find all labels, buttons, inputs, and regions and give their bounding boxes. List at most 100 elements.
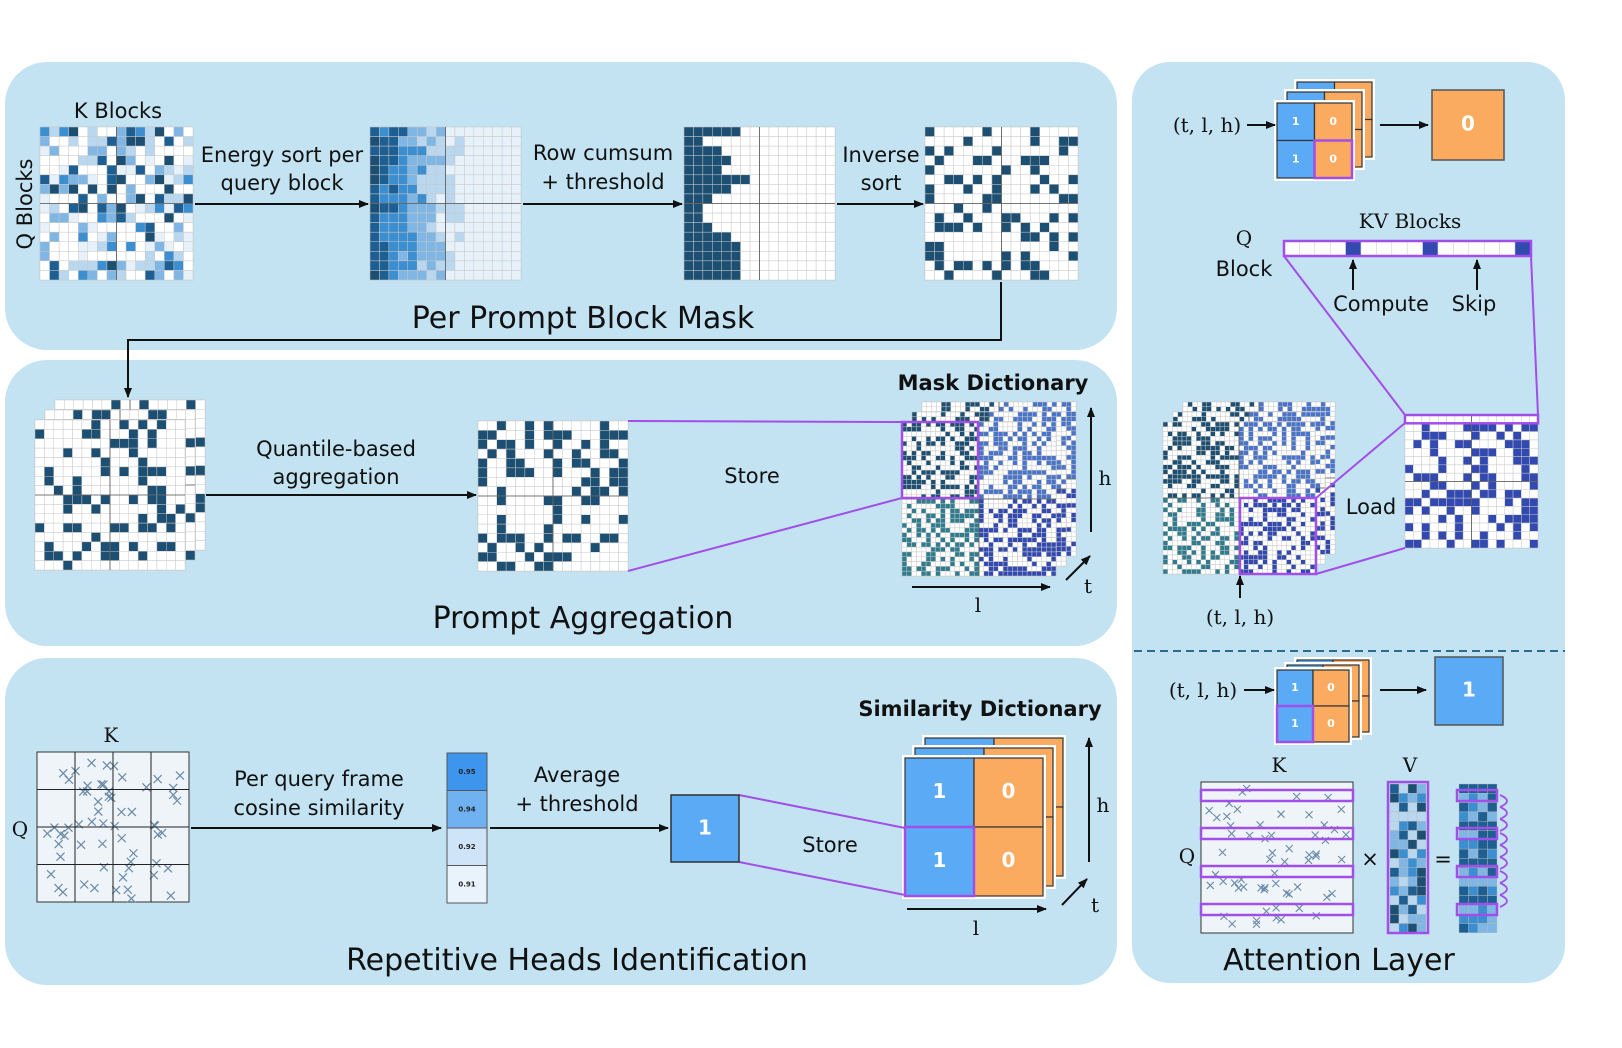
mask-dictionary-front-cell	[901, 546, 908, 553]
k-blocks-energy-grid-cell	[183, 231, 194, 242]
k-blocks-energy-grid-cell	[87, 174, 98, 185]
prompt-mask-front-cell	[175, 429, 186, 439]
inverse-sorted-mask-grid-cell	[1020, 174, 1031, 185]
prompt-mask-back-1-cell	[185, 447, 196, 458]
mask-dictionary-front-cell	[1050, 532, 1057, 538]
inverse-sorted-mask-grid-cell	[1039, 145, 1050, 156]
mask-dictionary-back-1-cell	[1003, 411, 1009, 418]
mask-dictionary-front-cell	[901, 513, 908, 519]
inverse-sorted-mask-grid-cell	[1068, 174, 1079, 185]
aggregated-mask-grid-cell	[505, 477, 516, 487]
mask-dictionary-front-cell	[1046, 537, 1052, 543]
inverse-sorted-mask-grid-cell	[1068, 231, 1079, 242]
mask-dictionary-back-1-cell	[983, 416, 990, 422]
inverse-sorted-mask-grid-cell	[1001, 145, 1012, 156]
inverse-sorted-mask-grid-cell	[963, 203, 974, 214]
sorted-energy-grid-cell	[483, 212, 493, 223]
cumsum-threshold-grid-cell	[693, 231, 704, 242]
mask-dictionary-front-cell	[940, 484, 946, 490]
aggregated-mask-grid-cell	[590, 477, 601, 487]
sorted-energy-grid-cell	[407, 126, 418, 137]
mask-dictionary-front-cell	[1002, 484, 1009, 490]
aggregated-mask-grid-cell	[599, 514, 610, 525]
mask-dictionary-back-2-cell	[921, 406, 928, 412]
cumsum-threshold-grid-cell	[797, 270, 807, 281]
cumsum-threshold-grid-cell	[815, 251, 826, 262]
k-blocks-energy-grid-cell	[58, 251, 69, 262]
mask-dictionary-front-cell	[978, 522, 985, 529]
mask-dictionary-front-cell	[1031, 542, 1037, 548]
mask-dictionary-front-cell	[925, 436, 932, 442]
sorted-energy-grid-cell	[407, 222, 418, 233]
mask-dictionary-back-2-cell	[1070, 401, 1077, 408]
mask-dictionary-front-cell	[959, 513, 965, 519]
cumsum-threshold-grid-cell	[778, 184, 789, 195]
mask-dictionary-back-1-cell	[916, 411, 922, 418]
k-blocks-energy-grid-cell	[125, 155, 136, 166]
sorted-energy-grid-cell	[398, 241, 408, 252]
mask-dictionary-front-cell	[1012, 484, 1018, 490]
mask-dictionary-front-cell	[1007, 479, 1013, 485]
inverse-sorted-mask-grid-cell	[1001, 251, 1012, 262]
aggregated-mask-grid-cell	[515, 505, 526, 515]
prompt-mask-front-cell	[100, 522, 111, 533]
mask-dictionary-front-cell	[940, 441, 946, 447]
k-blocks-energy-grid-cell	[39, 270, 50, 281]
cumsum-threshold-grid-cell	[787, 145, 798, 156]
mask-dictionary-front-cell	[959, 527, 965, 533]
mask-dictionary-back-2-cell	[993, 401, 1000, 408]
mask-dictionary-front-cell	[1041, 474, 1047, 480]
cumsum-threshold-grid-cell	[740, 126, 751, 137]
inverse-sorted-mask-grid-cell	[972, 231, 983, 242]
mask-dictionary-front-cell	[911, 436, 917, 442]
inverse-sorted-mask-grid-cell	[1049, 251, 1060, 262]
k-blocks-energy-grid-cell	[116, 155, 127, 166]
mask-dictionary-front-cell	[978, 445, 985, 452]
cumsum-threshold-grid-cell	[759, 231, 770, 242]
aggregated-mask-grid-cell	[487, 439, 497, 450]
sorted-energy-grid-cell	[483, 270, 493, 281]
inverse-sorted-mask-grid-cell	[1058, 193, 1069, 204]
mask-dictionary-back-2-cell	[1066, 411, 1072, 417]
mask-dictionary-front-cell	[906, 503, 912, 509]
prompt-mask-back-2-cell	[195, 427, 206, 438]
mask-dictionary-front-cell	[1046, 431, 1052, 437]
sorted-energy-grid-cell	[435, 251, 446, 262]
prompt-mask-front-cell	[175, 476, 186, 486]
sorted-energy-grid-cell	[388, 193, 399, 204]
sorted-energy-grid-cell	[445, 212, 456, 223]
mask-dictionary-front-cell	[916, 513, 922, 519]
inverse-sorted-mask-grid-cell	[953, 203, 964, 214]
aggregated-mask-grid-cell	[590, 542, 601, 553]
prompt-mask-front-cell	[147, 466, 158, 477]
inverse-sorted-mask-grid-cell	[953, 155, 964, 166]
k-blocks-energy-grid-cell	[144, 136, 155, 147]
k-blocks-energy-grid-cell	[106, 155, 117, 166]
prompt-mask-back-2-cell	[195, 512, 206, 523]
sorted-energy-grid-cell	[501, 251, 512, 262]
mask-dictionary-front-cell	[930, 479, 936, 485]
sorted-energy-grid-cell	[473, 145, 484, 156]
mask-dictionary-front-cell	[940, 542, 946, 548]
prompt-mask-front-cell	[156, 532, 167, 543]
sorted-energy-grid-cell	[473, 212, 484, 223]
sorted-energy-grid-cell	[379, 184, 390, 195]
cumsum-threshold-grid-cell	[749, 241, 760, 252]
prompt-mask-front-cell	[109, 476, 120, 486]
aggregated-mask-grid-cell	[562, 552, 572, 562]
aggregated-mask-grid-cell	[534, 523, 544, 534]
inverse-sorted-mask-grid-cell	[934, 145, 945, 156]
k-blocks-energy-grid-cell	[135, 165, 146, 176]
mask-dictionary-back-1-cell	[1056, 493, 1062, 499]
mask-dictionary-back-1-cell	[1060, 431, 1067, 437]
mask-dictionary-back-2-cell	[1066, 469, 1072, 475]
mask-dictionary-back-2-cell	[1066, 440, 1072, 446]
mask-dictionary-back-2-cell	[1018, 406, 1024, 412]
mask-dictionary-front-cell	[925, 546, 932, 553]
inverse-sorted-mask-grid-cell	[991, 270, 1002, 281]
mask-dictionary-front-cell	[1046, 518, 1052, 524]
aggregated-mask-grid-cell	[580, 495, 591, 506]
mask-dictionary-back-1-cell	[998, 416, 1004, 422]
mask-dictionary-back-2-cell	[1070, 512, 1077, 518]
mask-dictionary-front-cell	[969, 460, 975, 466]
